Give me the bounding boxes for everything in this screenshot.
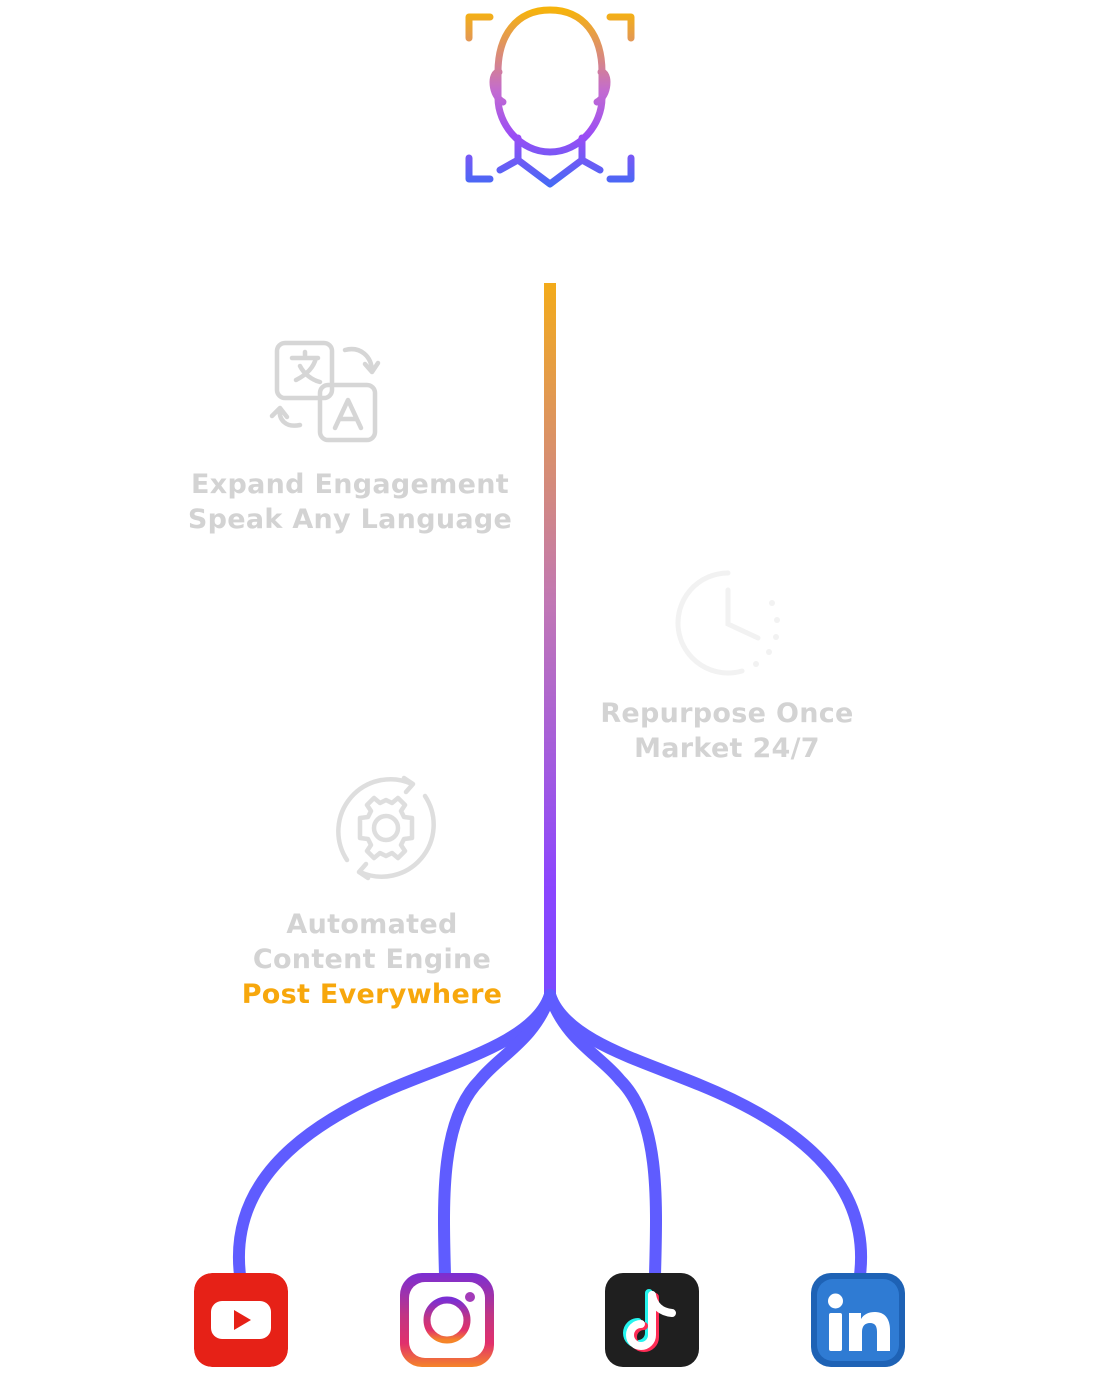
neck-shoulders [496,134,604,188]
linkedin-icon[interactable] [811,1273,905,1367]
feature-line-2: Market 24/7 [634,733,820,764]
youtube-icon[interactable] [194,1273,288,1367]
feature-line-1: Expand Engagement [191,469,509,500]
scan-corner-top-left [465,13,494,42]
clock-icon [675,570,780,676]
scan-corner-bottom-left [465,154,494,183]
feature-line-2: Content Engine [252,944,492,975]
feature-line-1: Automated [286,909,458,940]
feature-label-repurpose: Repurpose Once Market 24/7 [527,696,927,766]
scan-corner-bottom-right [606,154,635,183]
branches [232,989,868,1281]
feature-label-translate: Expand Engagement Speak Any Language [150,467,550,537]
feature-line-2: Speak Any Language [187,504,513,535]
branch-linkedin [544,989,868,1281]
head-outline [494,6,606,156]
scan-corner-top-right [606,13,635,42]
gear-sync-icon [336,775,436,881]
branch-youtube [232,989,556,1281]
branch-tiktok [544,989,662,1281]
feature-line-1: Repurpose Once [600,698,854,729]
right-ear [593,68,611,106]
instagram-icon[interactable] [400,1273,494,1367]
tiktok-icon[interactable] [605,1273,699,1367]
left-ear [489,68,507,106]
branch-instagram [438,989,556,1281]
trunk-line [544,283,556,995]
translate-icon [269,340,381,443]
feature-label-engine: Automated Content Engine Post Everywhere [172,907,572,1012]
face-scan-icon [465,6,635,188]
feature-highlight: Post Everywhere [241,979,503,1010]
